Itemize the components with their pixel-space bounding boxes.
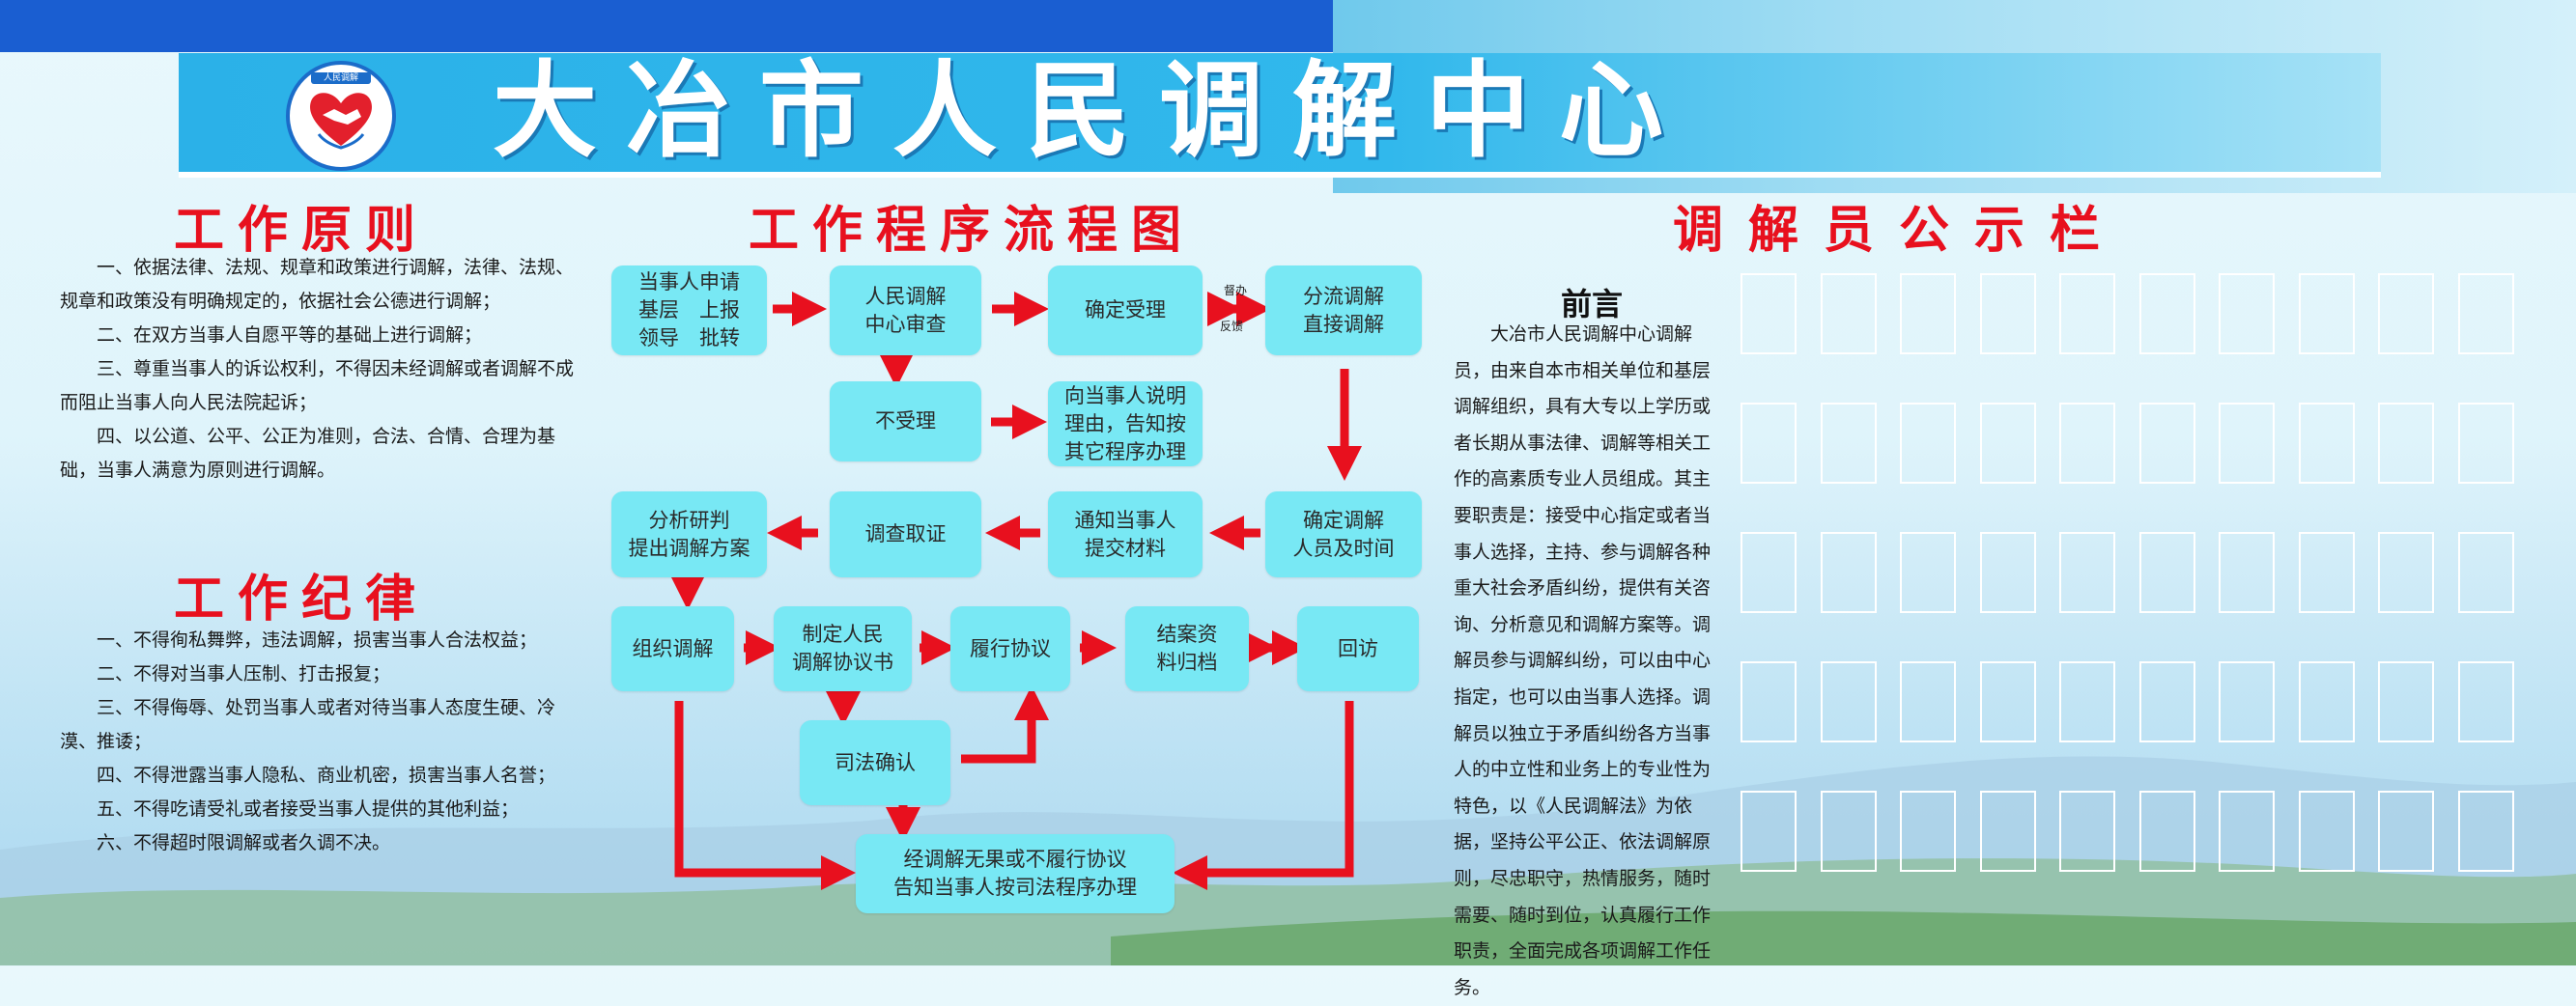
photo-slot (1741, 661, 1797, 742)
photo-slot (1900, 273, 1956, 354)
photo-slot (2138, 403, 2195, 484)
photo-slot (2457, 661, 2514, 742)
flow-box-review: 人民调解 中心审查 (830, 265, 981, 355)
photo-slot (1741, 403, 1797, 484)
logo-text: 人民调解 (311, 72, 371, 84)
photo-slot (2219, 661, 2275, 742)
discipline-item: 二、不得对当事人压制、打击报复； (97, 663, 391, 685)
flow-box-agreement: 制定人民 调解协议书 (774, 606, 912, 691)
photo-slot (2219, 403, 2275, 484)
photo-slot (2138, 661, 2195, 742)
flow-box-organize: 组织调解 (611, 606, 734, 691)
photo-slot (2059, 273, 2115, 354)
page-title: 大冶市人民调解中心 (493, 51, 1693, 172)
flow-box-divert: 分流调解 直接调解 (1265, 265, 1422, 355)
banner-underline (179, 172, 2381, 178)
photo-slot (1820, 532, 1877, 613)
photo-slot (2378, 273, 2434, 354)
photo-slot (1979, 791, 2036, 872)
flow-title: 工作程序流程图 (749, 201, 1196, 260)
photo-slot (1900, 661, 1956, 742)
photo-slot (2298, 273, 2355, 354)
principles-list: 一、依据法律、法规、规章和政策进行调解，法律、法规、规章和政策没有明确规定的，依… (60, 251, 581, 488)
principle-item: 二、在双方当事人自愿平等的基础上进行调解； (97, 324, 483, 346)
photo-slot (2457, 273, 2514, 354)
flow-box-apply: 当事人申请 基层 上报 领导 批转 (611, 265, 767, 355)
mediators-title: 调解员公示栏 (1673, 201, 2126, 260)
flow-box-archive: 结案资 料归档 (1125, 606, 1249, 691)
photo-slot (1741, 532, 1797, 613)
photo-slot (2138, 532, 2195, 613)
flow-box-investigate: 调查取证 (830, 491, 981, 577)
flow-box-notify: 通知当事人 提交材料 (1048, 491, 1203, 577)
discipline-item: 六、不得超时限调解或者久调不决。 (97, 832, 391, 853)
photo-slot (2298, 661, 2355, 742)
photo-slot (2457, 532, 2514, 613)
discipline-item: 三、不得侮辱、处罚当事人或者对待当事人态度生硬、冷漠、推诿； (60, 697, 556, 752)
discipline-item: 一、不得徇私舞弊，违法调解，损害当事人合法权益； (97, 629, 538, 651)
mediation-logo: 人民调解 (286, 61, 396, 171)
photo-slot (2059, 791, 2115, 872)
photo-slot (2059, 403, 2115, 484)
flow-box-fail: 经调解无果或不履行协议 告知当事人按司法程序办理 (856, 834, 1175, 913)
photo-slot (1741, 791, 1797, 872)
assist-label: 督办 (1224, 284, 1248, 297)
discipline-item: 四、不得泄露当事人隐私、商业机密，损害当事人名誉； (97, 765, 556, 786)
photo-slot (2457, 791, 2514, 872)
photo-slot (2138, 273, 2195, 354)
flow-box-judicial: 司法确认 (800, 720, 950, 805)
photo-slot (1979, 532, 2036, 613)
principle-item: 四、以公道、公平、公正为准则，合法、合情、合理为基础，当事人满意为原则进行调解。 (60, 426, 556, 481)
flow-box-analyze: 分析研判 提出调解方案 (611, 491, 767, 577)
photo-slot (2378, 661, 2434, 742)
photo-slot (1820, 791, 1877, 872)
photo-slot (1820, 403, 1877, 484)
photo-slot (2378, 791, 2434, 872)
photo-slot (2219, 532, 2275, 613)
photo-slot (2378, 403, 2434, 484)
photo-slot (2219, 791, 2275, 872)
photo-slot (2059, 532, 2115, 613)
photo-slot (2457, 403, 2514, 484)
handshake-heart-icon (310, 93, 372, 150)
photo-slot (2298, 532, 2355, 613)
photo-slot (1979, 273, 2036, 354)
principle-item: 一、依据法律、法规、规章和政策进行调解，法律、法规、规章和政策没有明确规定的，依… (60, 257, 575, 312)
photo-slot (1900, 403, 1956, 484)
photo-slot (1741, 273, 1797, 354)
header-band (0, 0, 1372, 52)
photo-slot (1900, 532, 1956, 613)
photo-slot (1820, 661, 1877, 742)
photo-slot (2298, 791, 2355, 872)
photo-slot (1979, 403, 2036, 484)
photo-slot (2059, 661, 2115, 742)
discipline-item: 五、不得吃请受礼或者接受当事人提供的其他利益； (97, 798, 520, 820)
photo-slot (2298, 403, 2355, 484)
flow-box-explain: 向当事人说明 理由，告知按 其它程序办理 (1048, 381, 1203, 466)
photo-slot (2219, 273, 2275, 354)
photo-slot (1979, 661, 2036, 742)
flow-box-perform: 履行协议 (950, 606, 1070, 691)
foreword-text: 大冶市人民调解中心调解员，由来自本市相关单位和基层调解组织，具有大专以上学历或者… (1454, 323, 1712, 998)
flow-box-revisit: 回访 (1297, 606, 1419, 691)
flow-box-assign: 确定调解 人员及时间 (1265, 491, 1422, 577)
photo-slot (1900, 791, 1956, 872)
photo-slot (2138, 791, 2195, 872)
title-banner (179, 53, 2381, 175)
discipline-list: 一、不得徇私舞弊，违法调解，损害当事人合法权益； 二、不得对当事人压制、打击报复… (60, 624, 581, 860)
discipline-title: 工作纪律 (174, 570, 430, 629)
principles-title: 工作原则 (174, 201, 430, 260)
photo-slot (2378, 532, 2434, 613)
principle-item: 三、尊重当事人的诉讼权利，不得因未经调解或者调解不成而阻止当事人向人民法院起诉； (60, 358, 575, 413)
foreword-title: 前言 (1561, 286, 1624, 322)
photo-slot (1820, 273, 1877, 354)
flow-box-accept: 确定受理 (1048, 265, 1203, 355)
feedback-label: 反馈 (1220, 320, 1244, 333)
flow-box-reject: 不受理 (830, 381, 981, 461)
